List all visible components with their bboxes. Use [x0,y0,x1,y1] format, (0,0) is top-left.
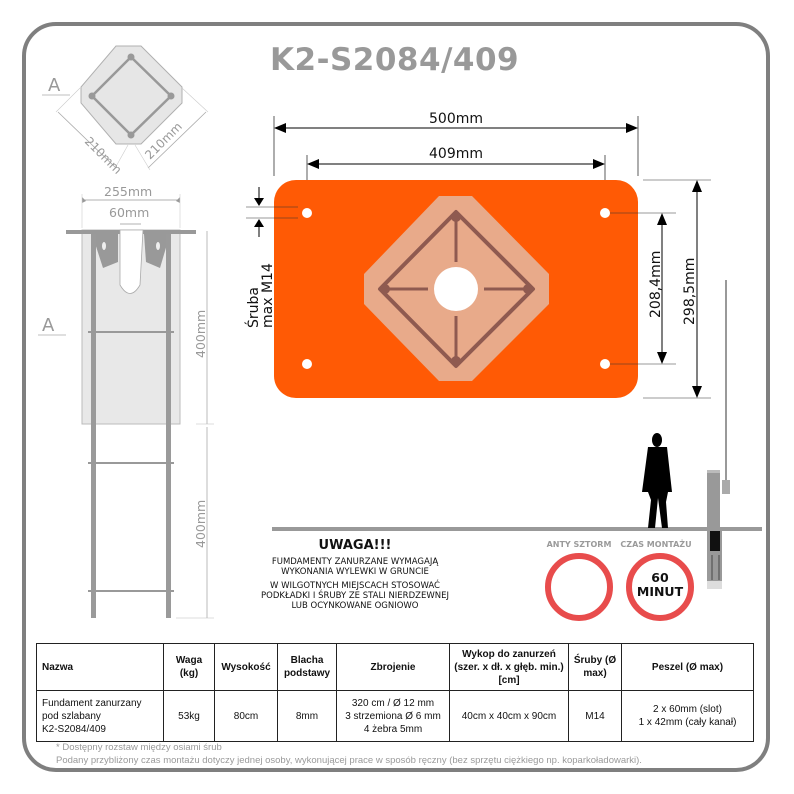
section-marker-side: A [42,315,55,336]
time-value-number: 60 [651,570,669,585]
side-dim-width: 255mm [104,184,152,199]
col-header-excavation: Wykop do zanurzeń (szer. x dł. x głęb. m… [449,643,569,691]
warning-line: PODKŁADKI I ŚRUBY ZE STALI NIERDZEWNEJ [261,591,449,601]
time-value-unit: MINUT [636,584,684,599]
side-dim-upper: 400mm [193,310,208,358]
bolt-hole [302,359,312,369]
col-header-weight: Waga (kg) [163,643,215,691]
cell-plate: 8mm [277,690,337,742]
section-marker-top: A [48,75,61,96]
dim-hole-spacing-y: 208,4mm [648,251,664,318]
cell-conduit: 2 x 60mm (slot)1 x 42mm (cały kanał) [621,690,754,742]
warning-line: WYKONANIA WYLEWKI W GRUNCIE [281,567,429,577]
cell-bolts: M14 [568,690,622,742]
product-code-title: K2-S2084/409 [270,42,520,78]
storm-badge [545,553,613,621]
dim-total-height: 298,5mm [682,258,698,325]
side-view: 255mm 60mm 400mm 400mm A [38,184,214,619]
col-header-conduit: Peszel (Ø max) [621,643,754,691]
spec-table: Nazwa Waga (kg) Wysokość Blacha podstawy… [36,643,754,742]
bolt-hole [600,208,610,218]
col-header-plate: Blacha podstawy [277,643,337,691]
col-header-height: Wysokość [214,643,278,691]
dim-hole-spacing-x: 409mm [429,146,483,162]
col-header-rebar: Zbrojenie [336,643,450,691]
side-dim-lower: 400mm [193,500,208,548]
col-header-name: Nazwa [36,643,164,691]
drawing-frame [22,22,770,772]
conduit-hole [434,267,478,311]
time-badge: 60 MINUT [626,553,694,621]
side-dim-slot: 60mm [109,205,149,220]
bolt-label-line2: max M14 [260,263,276,328]
barrier-arm [725,280,727,480]
warning-line: FUMDAMENTY ZANURZANE WYMAGAJĄ [271,557,439,567]
cell-height: 80cm [214,690,278,742]
table-header-row: Nazwa Waga (kg) Wysokość Blacha podstawy… [36,643,754,691]
bolt-hole [600,359,610,369]
col-header-bolts: Śruby (Ø max) [568,643,622,691]
bolt-label-line1: Śruba [244,287,262,328]
footnote-install-time: Podany przybliżony czas montażu dotyczy … [56,755,642,766]
person-silhouette-icon [642,433,672,528]
warning-line: LUB OCYNKOWANE OGNIOWO [291,601,419,611]
scale-scene [272,280,762,589]
top-view: 210mm 210mm A [42,45,209,177]
warning-line: W WILGOTNYCH MIEJSCACH STOSOWAĆ [270,581,440,591]
warning-heading: UWAGA!!! [318,538,392,553]
cell-weight: 53kg [163,690,215,742]
footnotes: * Dostępny rozstaw między osiami śrub Po… [56,741,642,767]
plate-view: 500mm 409mm Śruba max M14 [244,111,711,399]
storm-badge-label: ANTY SZTORM [546,540,612,549]
cell-excavation: 40cm x 40cm x 90cm [449,690,569,742]
bolt-hole [302,208,312,218]
ground-line [272,527,762,531]
barrier-housing [707,472,720,527]
footnote-bolt-spacing: * Dostępny rozstaw między osiami śrub [56,742,222,753]
dim-total-width: 500mm [429,111,483,127]
time-badge-label: CZAS MONTAŻU [620,540,692,549]
